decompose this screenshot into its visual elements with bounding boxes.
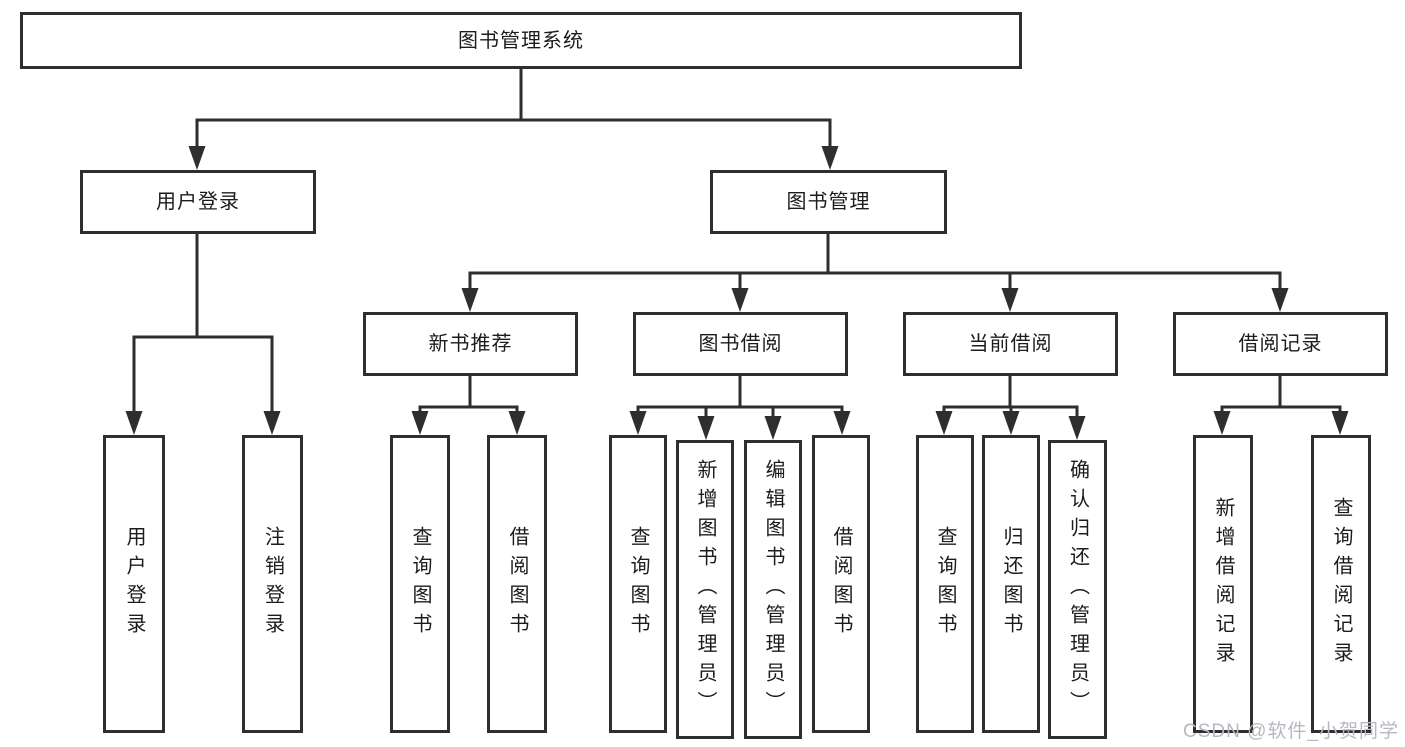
leaf-nbr-query-books-label: 查询图书 bbox=[409, 526, 431, 642]
node-new-book-recommend: 新书推荐 bbox=[363, 312, 578, 376]
node-book-borrowing-label: 图书借阅 bbox=[698, 333, 783, 355]
node-root: 图书管理系统 bbox=[20, 12, 1022, 69]
leaf-bb-query-books-label: 查询图书 bbox=[627, 526, 649, 642]
arrow-down-icon bbox=[629, 411, 647, 435]
leaf-nbr-borrow-books-label: 借阅图书 bbox=[506, 526, 528, 642]
node-book-management: 图书管理 bbox=[710, 170, 947, 234]
arrow-down-icon bbox=[461, 288, 479, 312]
leaf-cb-confirm-return-admin: 确认归还（管理员） bbox=[1048, 440, 1107, 739]
leaf-bb-add-books-admin: 新增图书（管理员） bbox=[676, 440, 734, 739]
arrow-down-icon bbox=[935, 411, 953, 435]
leaf-bb-edit-books-admin: 编辑图书（管理员） bbox=[744, 440, 802, 739]
arrow-down-icon bbox=[764, 416, 782, 440]
node-current-borrowing-label: 当前借阅 bbox=[968, 333, 1053, 355]
leaf-bb-edit-books-admin-label: 编辑图书（管理员） bbox=[762, 459, 784, 720]
leaf-bb-borrow-books-label: 借阅图书 bbox=[830, 526, 852, 642]
leaf-nbr-query-books: 查询图书 bbox=[390, 435, 450, 733]
leaf-bb-query-books: 查询图书 bbox=[609, 435, 667, 733]
arrow-down-icon bbox=[1002, 411, 1020, 435]
arrow-down-icon bbox=[833, 411, 851, 435]
node-borrowing-records-label: 借阅记录 bbox=[1238, 333, 1323, 355]
arrow-down-icon bbox=[1001, 288, 1019, 312]
leaf-user-login: 用户登录 bbox=[103, 435, 165, 733]
node-book-management-label: 图书管理 bbox=[786, 191, 871, 213]
arrow-down-icon bbox=[1331, 411, 1349, 435]
node-user-login-label: 用户登录 bbox=[156, 191, 240, 213]
arrow-down-icon bbox=[188, 146, 206, 170]
leaf-bb-add-books-admin-label: 新增图书（管理员） bbox=[694, 459, 716, 720]
arrow-down-icon bbox=[1271, 288, 1289, 312]
arrow-down-icon bbox=[821, 146, 839, 170]
leaf-cb-return-books-label: 归还图书 bbox=[1000, 526, 1022, 642]
leaf-br-query-record: 查询借阅记录 bbox=[1311, 435, 1371, 733]
arrow-down-icon bbox=[411, 411, 429, 435]
node-book-borrowing: 图书借阅 bbox=[633, 312, 848, 376]
arrow-down-icon bbox=[1213, 411, 1231, 435]
node-new-book-recommend-label: 新书推荐 bbox=[428, 333, 513, 355]
leaf-nbr-borrow-books: 借阅图书 bbox=[487, 435, 547, 733]
arrow-down-icon bbox=[125, 411, 143, 435]
arrow-down-icon bbox=[508, 411, 526, 435]
arrow-down-icon bbox=[1068, 416, 1086, 440]
leaf-logout-label: 注销登录 bbox=[261, 526, 284, 642]
arrow-down-icon bbox=[731, 288, 749, 312]
leaf-cb-return-books: 归还图书 bbox=[982, 435, 1040, 733]
leaf-br-query-record-label: 查询借阅记录 bbox=[1330, 497, 1352, 671]
node-root-label: 图书管理系统 bbox=[458, 29, 584, 52]
leaf-br-add-record-label: 新增借阅记录 bbox=[1212, 497, 1234, 671]
leaf-cb-confirm-return-admin-label: 确认归还（管理员） bbox=[1066, 459, 1089, 720]
arrow-down-icon bbox=[697, 416, 715, 440]
leaf-cb-query-books: 查询图书 bbox=[916, 435, 974, 733]
leaf-logout: 注销登录 bbox=[242, 435, 303, 733]
csdn-watermark: CSDN @软件_小贺同学 bbox=[1183, 721, 1399, 742]
leaf-bb-borrow-books: 借阅图书 bbox=[812, 435, 870, 733]
node-current-borrowing: 当前借阅 bbox=[903, 312, 1118, 376]
node-user-login: 用户登录 bbox=[80, 170, 316, 234]
leaf-cb-query-books-label: 查询图书 bbox=[934, 526, 956, 642]
arrow-down-icon bbox=[263, 411, 281, 435]
node-borrowing-records: 借阅记录 bbox=[1173, 312, 1388, 376]
leaf-br-add-record: 新增借阅记录 bbox=[1193, 435, 1253, 733]
leaf-user-login-label: 用户登录 bbox=[123, 526, 145, 642]
